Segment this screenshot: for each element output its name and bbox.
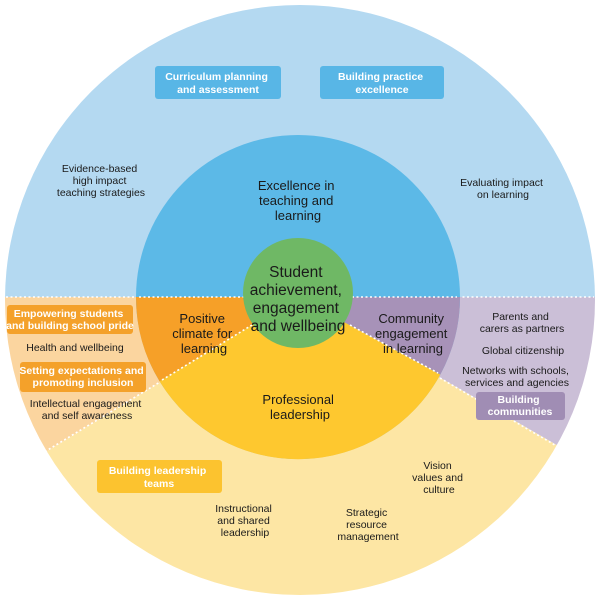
intellectual-engagement-line: Intellectual engagement: [30, 398, 142, 410]
health-wellbeing-label: Health and wellbeing: [26, 342, 124, 354]
core-label-line: achievement,: [250, 282, 342, 299]
strategic-resource-line: Strategic: [346, 507, 387, 519]
building-communities-line: Building: [498, 394, 540, 406]
building-communities-box: [476, 392, 565, 420]
health-wellbeing-line: Health and wellbeing: [26, 342, 124, 354]
community-domain-label: Community engagement in learning: [375, 311, 451, 356]
strategic-resource-label: Strategic resource management: [337, 507, 398, 543]
evaluating-impact-line: Evaluating impact: [460, 177, 543, 189]
strategic-resource-line: resource: [346, 519, 387, 531]
intellectual-engagement-label: Intellectual engagement and self awarene…: [30, 398, 144, 422]
strategic-resource-line: management: [337, 531, 398, 543]
evaluating-impact-label: Evaluating impact on learning: [460, 177, 546, 201]
leadership-domain-line: leadership: [270, 407, 330, 422]
building-practice-line: excellence: [355, 84, 408, 96]
instructional-leadership-line: leadership: [221, 527, 270, 539]
core-label-line: and wellbeing: [251, 318, 346, 335]
curriculum-planning-line: and assessment: [177, 84, 259, 96]
empowering-students-box: [7, 305, 133, 334]
core-circle: [243, 238, 353, 348]
setting-expectations-label: Setting expectations and promoting inclu…: [19, 365, 146, 389]
vision-values-line: values and: [412, 472, 463, 484]
core-label: Student achievement, engagement and well…: [250, 264, 347, 335]
parents-carers-line: Parents and: [492, 311, 549, 323]
evidence-based-line: Evidence-based: [62, 163, 137, 175]
building-practice-box: [320, 66, 444, 99]
vision-values-label: Vision values and culture: [412, 460, 466, 496]
building-communities-label: Building communities: [488, 394, 553, 418]
community-domain-line: Community: [378, 311, 444, 326]
networks-schools-line: Networks with schools,: [462, 365, 569, 377]
evidence-based-label: Evidence-based high impact teaching stra…: [57, 163, 145, 199]
climate-domain-label: Positive climate for learning: [172, 311, 236, 356]
evidence-based-line: high impact: [73, 175, 127, 187]
leadership-domain-line: Professional: [262, 392, 334, 407]
instructional-leadership-label: Instructional and shared leadership: [215, 503, 275, 539]
curriculum-planning-line: Curriculum planning: [165, 71, 268, 83]
community-domain-line: in learning: [383, 341, 443, 356]
setting-expectations-line: Setting expectations and: [19, 365, 143, 377]
intellectual-engagement-line: and self awareness: [42, 410, 132, 422]
building-practice-label: Building practice excellence: [338, 71, 426, 96]
instructional-leadership-line: and shared: [217, 515, 270, 527]
evidence-based-line: teaching strategies: [57, 187, 145, 199]
building-communities-line: communities: [488, 406, 553, 418]
excellence-domain-label: Excellence in teaching and learning: [258, 178, 338, 223]
core-label-line: Student: [269, 264, 323, 281]
excellence-domain-line: learning: [275, 208, 321, 223]
global-citizenship-line: Global citizenship: [482, 345, 564, 357]
evaluating-impact-line: on learning: [477, 189, 529, 201]
climate-domain-line: learning: [181, 341, 227, 356]
vision-values-line: culture: [423, 484, 455, 496]
climate-domain-line: climate for: [172, 326, 233, 341]
inner-ring-dividers: [139, 296, 457, 381]
global-citizenship-label: Global citizenship: [482, 345, 564, 357]
building-leadership-label: Building leadership teams: [109, 465, 209, 490]
core-label-line: engagement: [253, 300, 340, 317]
curriculum-planning-box: [155, 66, 281, 99]
networks-schools-line: services and agencies: [465, 377, 569, 389]
climate-domain-line: Positive: [179, 311, 225, 326]
building-leadership-line: teams: [144, 478, 175, 490]
building-leadership-box: [97, 460, 222, 493]
building-leadership-line: Building leadership: [109, 465, 206, 477]
empowering-students-line: and building school pride: [6, 320, 134, 332]
leadership-inner-sector: [159, 297, 441, 460]
empowering-students-label: Empowering students and building school …: [6, 308, 134, 332]
vision-values-line: Vision: [423, 460, 452, 472]
parents-carers-line: carers as partners: [480, 323, 565, 335]
parents-carers-label: Parents and carers as partners: [480, 311, 565, 335]
setting-expectations-box: [20, 362, 146, 392]
building-practice-line: Building practice: [338, 71, 423, 83]
networks-schools-label: Networks with schools, services and agen…: [462, 365, 572, 389]
excellence-domain-line: teaching and: [259, 193, 333, 208]
empowering-students-line: Empowering students: [14, 308, 124, 320]
instructional-leadership-line: Instructional: [215, 503, 272, 515]
excellence-domain-line: Excellence in: [258, 178, 335, 193]
leadership-domain-label: Professional leadership: [262, 392, 337, 422]
community-domain-line: engagement: [375, 326, 448, 341]
curriculum-planning-label: Curriculum planning and assessment: [165, 71, 271, 96]
setting-expectations-line: promoting inclusion: [33, 377, 134, 389]
